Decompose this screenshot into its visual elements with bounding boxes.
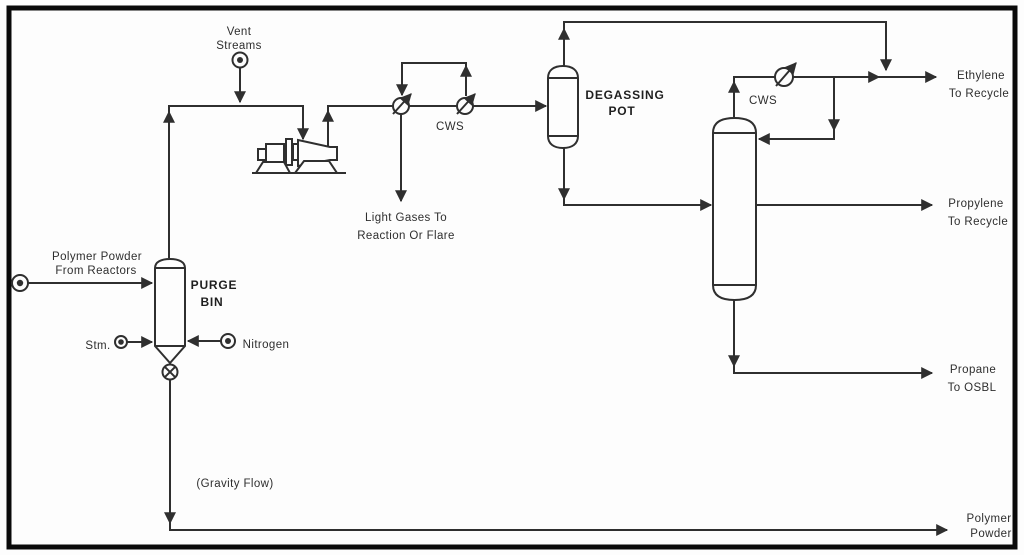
cws-condenser-icon [774,62,797,87]
steam-connector-icon [114,335,128,349]
ethylene-label-line2: To Recycle [949,88,1009,100]
polymer-out-line [164,380,949,536]
degassing-pot-label-line2: POT [608,104,635,118]
ethylene-label-line1: Ethylene [957,70,1005,82]
polymer-out-label-line2: Powder [970,528,1011,540]
pot-overhead-line [558,21,892,72]
propylene-label-line2: To Recycle [948,216,1008,228]
polymer-feed-label-line2: From Reactors [55,265,136,277]
figure-border [6,5,1018,550]
propylene-label-line1: Propylene [948,198,1003,210]
labels: Vent Streams Polymer Powder From Reactor… [52,26,1012,540]
cooler-loop-line [396,62,472,97]
rotary-valve-icon [161,363,179,381]
light-gases-label-line1: Light Gases To [365,212,447,224]
light-gases-label-line2: Reaction Or Flare [357,230,455,242]
polymer-feed-label-line1: Polymer Powder [52,251,142,263]
polymer-feed-connector-icon [11,274,29,292]
reflux-line [757,77,840,145]
nitrogen-label: Nitrogen [243,339,290,351]
degassing-pot-vessel [547,64,579,150]
propane-line [728,300,934,379]
vent-streams-label-line1: Vent [227,26,252,38]
distillation-column-vessel [712,116,757,302]
purge-bin-vessel [154,257,186,365]
steam-label: Stm. [85,340,110,352]
cws-condenser-label: CWS [749,95,777,107]
vent-connector-icon [231,51,249,69]
cws-cooler-label: CWS [436,121,464,133]
propane-label-line2: To OSBL [948,382,997,394]
polymer-out-label-line1: Polymer [967,513,1012,525]
purge-bin-label-line1: PURGE [191,278,238,292]
vent-streams-label-line2: Streams [216,40,262,52]
nitrogen-connector-icon [220,333,236,349]
process-lines [28,21,949,536]
purge-bin-label-line2: BIN [200,295,223,309]
propane-label-line1: Propane [950,364,996,376]
gravity-flow-label: (Gravity Flow) [196,478,273,490]
column-feed-line [558,148,713,211]
degassing-pot-label-line1: DEGASSING [585,88,664,102]
purge-bin-overhead-line [163,105,309,258]
cws-cooler-icon [456,93,476,115]
cooler-icon [392,93,412,115]
compressor [252,138,346,174]
column-overhead-line [728,71,938,117]
